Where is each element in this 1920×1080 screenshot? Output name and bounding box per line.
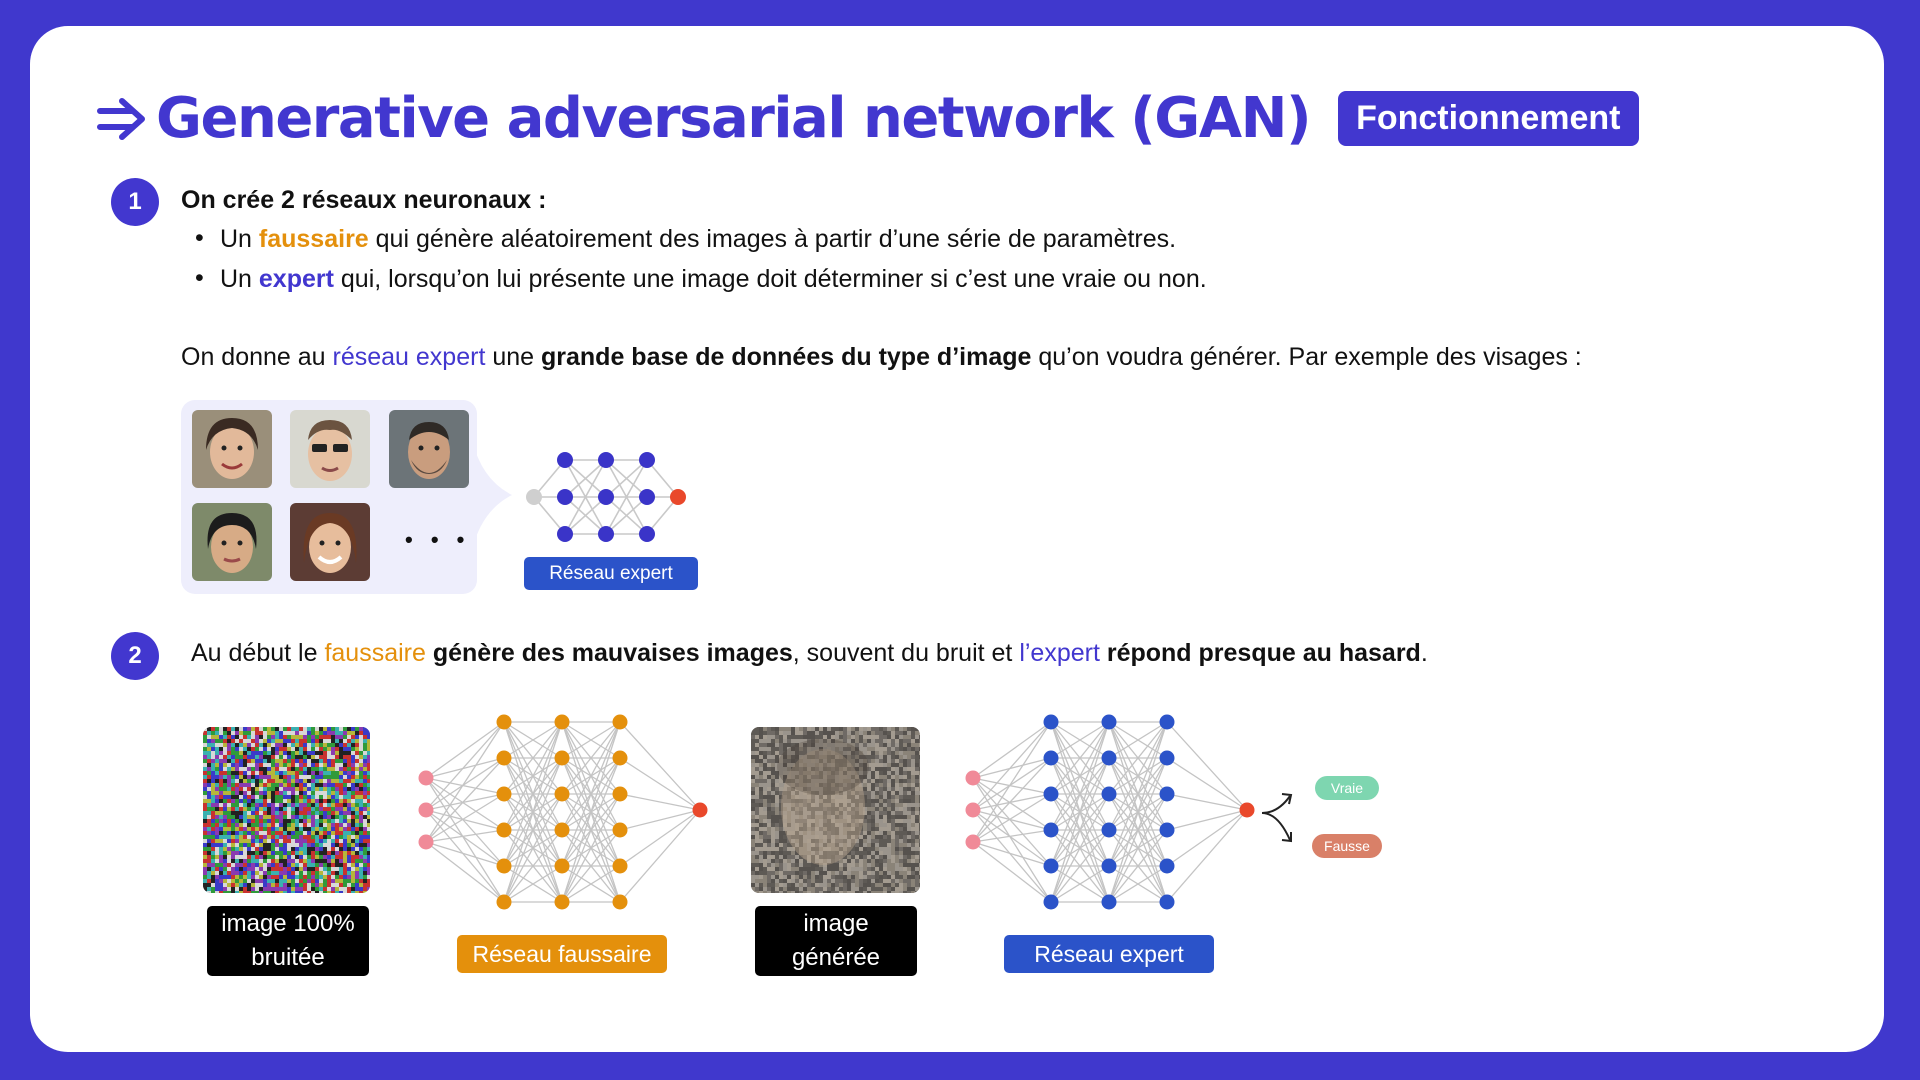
bullet-dot: • xyxy=(195,264,204,293)
arrow-right-icon xyxy=(96,97,148,141)
page-title: Generative adversarial network (GAN) xyxy=(156,86,1310,151)
step-2-sentence: Au début le faussaire génère des mauvais… xyxy=(191,639,1428,668)
expert-network-small xyxy=(525,452,690,542)
expert-network-large xyxy=(959,710,1259,910)
expert-network-label-large: Réseau expert xyxy=(1004,935,1214,973)
step-1-number: 1 xyxy=(111,178,159,226)
noise-label-line-1: image 100% xyxy=(221,907,354,941)
expert-network-label: Réseau expert xyxy=(524,557,698,590)
more-ellipsis: • • • xyxy=(405,527,470,553)
noise-image-label: image 100% bruitée xyxy=(207,906,369,976)
noise-image xyxy=(203,727,370,893)
generated-image xyxy=(751,727,920,893)
noise-label-line-2: bruitée xyxy=(251,941,324,975)
face-photo xyxy=(290,503,370,581)
step-2-number: 2 xyxy=(111,632,159,680)
forger-network-label: Réseau faussaire xyxy=(457,935,667,973)
decision-arrows-icon xyxy=(1258,780,1318,850)
face-photo xyxy=(192,410,272,488)
step-1-heading: On crée 2 réseaux neuronaux : xyxy=(181,186,546,215)
bullet-forger: Un faussaire qui génère aléatoirement de… xyxy=(220,225,1176,254)
face-photo xyxy=(389,410,469,488)
dataset-paragraph: On donne au réseau expert une grande bas… xyxy=(181,343,1582,372)
forger-network xyxy=(412,710,712,910)
face-photo xyxy=(290,410,370,488)
generated-image-label: image générée xyxy=(755,906,917,976)
gen-label-line-1: image xyxy=(803,907,868,941)
true-label: Vraie xyxy=(1315,776,1379,800)
bullet-dot: • xyxy=(195,224,204,253)
panel-tail xyxy=(472,440,512,550)
face-photo xyxy=(192,503,272,581)
section-badge: Fonctionnement xyxy=(1338,91,1638,146)
false-label: Fausse xyxy=(1312,834,1382,858)
gen-label-line-2: générée xyxy=(792,941,880,975)
title-row: Generative adversarial network (GAN) Fon… xyxy=(96,86,1639,151)
bullet-expert: Un expert qui, lorsqu’on lui présente un… xyxy=(220,265,1207,294)
